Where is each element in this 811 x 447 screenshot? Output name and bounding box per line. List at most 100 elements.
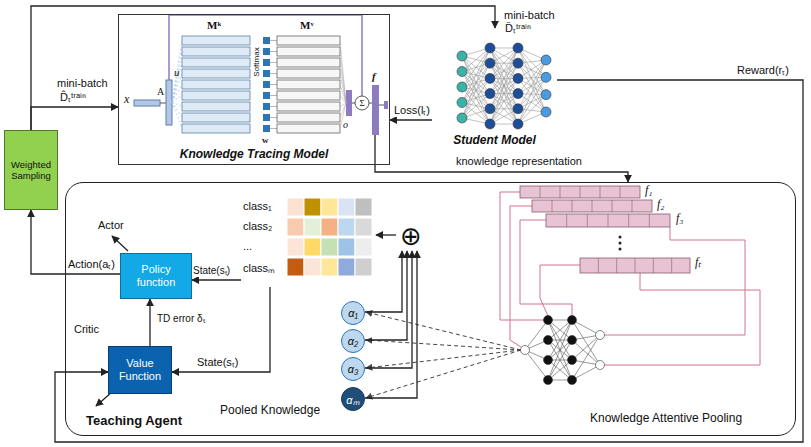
knowledge-cell [287,198,304,216]
network-neuron [513,119,523,129]
knowledge-cell [321,198,338,216]
illustration-part [619,236,622,239]
weight-line [270,84,277,85]
knowledge-cell [355,198,372,216]
key-memory-slot [182,102,250,111]
network-neuron [544,316,553,325]
vector-label: fₜ [695,256,701,270]
knowledge-cell [304,218,321,236]
math-label: x [124,93,129,107]
network-neuron [544,376,553,385]
value-memory-slot [277,102,340,111]
attention-weight: α₂ [341,329,365,353]
key-memory-slot [182,69,250,78]
knowledge-vector [546,214,670,227]
network-link [490,48,518,124]
node-label: α₃ [348,363,359,375]
memory-network [134,15,388,165]
knowledge-cell [304,258,321,276]
math-label: f [372,70,376,83]
network-neuron [544,356,553,365]
vector-cell [632,200,633,212]
network-link [525,320,548,350]
math-label: w [262,135,269,145]
illustration-part [372,85,379,135]
student-model: Student Model [432,28,557,150]
edge-label: mini-batch [56,77,109,90]
network-neuron [541,90,551,100]
network-link [518,77,546,124]
network-neuron [544,336,553,345]
connector [376,234,396,235]
knowledge-cell [287,258,304,276]
weight-line [270,40,277,41]
network-neuron [485,119,495,129]
sum-symbol: ⊕ [396,221,426,251]
weight-cell [263,81,270,88]
network-neuron [513,104,523,114]
weight-cell [263,92,270,99]
vector-cell [598,258,599,273]
vector-cell [616,258,617,273]
batch-symbol: D̂ₜᵗʳᵃⁱⁿ [60,91,86,104]
vector-cell [653,258,654,273]
vector-cell [566,214,567,227]
network-link [490,78,518,124]
knowledge-cell [287,218,304,236]
illustration-part [366,312,521,350]
vector-cell [628,214,629,227]
read-line [340,96,346,104]
node-label: class₁ [243,200,272,212]
illustration-part [169,15,362,96]
network-neuron [457,67,467,77]
network-neuron [541,107,551,117]
read-line [340,52,346,104]
vector-cell [540,186,541,198]
network-neuron [457,51,467,61]
node-label: α₁ [348,307,358,319]
agent-arrows [96,236,622,407]
knowledge-cell [355,238,372,256]
vector-label: f₂ [657,198,665,212]
role-label: Critic [74,323,99,336]
connector [192,279,241,280]
network-neuron [513,58,523,68]
vector-cell [587,214,588,227]
section-label: Pooled Knowledge [220,404,320,418]
pooling-wires [500,192,760,365]
network-neuron [457,98,467,108]
illustration-part [366,350,521,368]
vector-label: f₁ [645,184,653,198]
network-link [518,63,546,112]
address-line [172,52,182,103]
math-label: u [174,66,180,79]
node-label: ... [243,240,252,252]
node-label: classₘ [243,260,275,275]
illustration-part [619,248,622,251]
weight-line [270,128,277,129]
weight-line [270,62,277,63]
read-line [340,63,346,104]
network-neuron [513,73,523,83]
illustration-part [160,103,166,104]
sampling-box: Weighted Sampling [4,130,58,210]
network-neuron [485,43,495,53]
network-link [548,320,572,380]
node-label: ⊕ [400,224,422,248]
role-label: Actor [98,219,124,232]
value-box: Value Function [108,346,172,394]
weight-cell [263,125,270,132]
knowledge-cell [287,238,304,256]
math-label: o [343,119,348,131]
address-line [172,102,182,129]
vector-cell [560,186,561,198]
network-neuron [485,58,495,68]
illustration-part [510,206,532,347]
key-memory-slot [182,58,250,67]
network-link [490,48,518,124]
illustration-part [369,103,372,104]
key-memory-slot [182,91,250,100]
illustration-part [134,100,160,106]
knowledge-cell [321,218,338,236]
connector [390,119,432,120]
